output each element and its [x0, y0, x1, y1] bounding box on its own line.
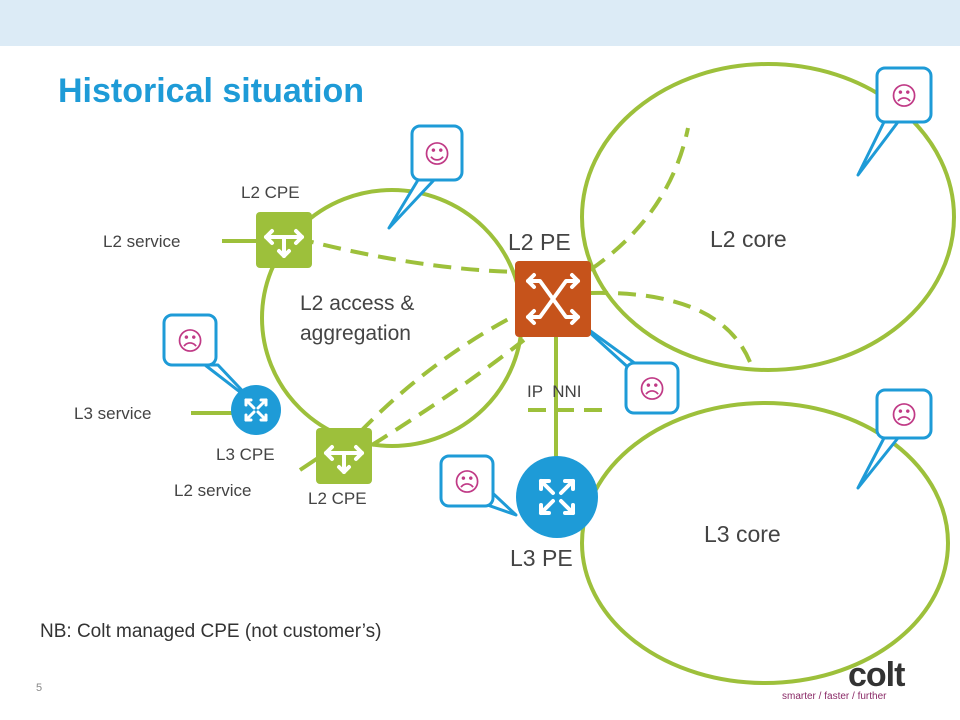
sad-face-icon-l3pe: ☹ [453, 468, 480, 498]
l2-cpe-top-label: L2 CPE [241, 183, 300, 202]
l3-service-label: L3 service [74, 404, 152, 423]
top-banner [0, 0, 960, 46]
sad-face-icon-left: ☹ [176, 327, 203, 357]
l2-pe-label: L2 PE [508, 229, 571, 255]
callout-box-sad-left [162, 313, 218, 367]
l2-service-top-label: L2 service [103, 232, 181, 251]
page-number: 5 [36, 682, 43, 694]
l2-core-label: L2 core [710, 226, 787, 252]
page-title: Historical situation [58, 72, 365, 110]
dashed-link-cpe-to-pe [295, 236, 521, 274]
l3-pe-label: L3 PE [510, 545, 573, 571]
callout-box-sad-l3pe [439, 454, 495, 508]
ip-nni-label: IP NNI [527, 382, 582, 401]
l3-cpe-label: L3 CPE [216, 445, 275, 464]
l3-cpe-router-icon [231, 385, 281, 435]
l2-access-label-line1: L2 access & [300, 292, 415, 315]
sad-face-icon-top-right: ☹ [890, 82, 917, 112]
l2-cpe-top-icon [256, 212, 312, 268]
l3-pe-router-icon [516, 456, 598, 538]
callout-pointer-sad-right-mid [856, 436, 900, 490]
l2-cpe-bottom-icon [316, 428, 372, 484]
callout-pointer-happy [387, 178, 436, 230]
l2-service-link-bottom [298, 456, 320, 472]
l2-access-label-line2: aggregation [300, 322, 411, 345]
sad-face-icon-right-mid: ☹ [890, 401, 917, 431]
dashed-link-cpe2-to-pe-a [358, 313, 517, 434]
logo-tagline: smarter / faster / further [782, 691, 887, 702]
footnote: NB: Colt managed CPE (not customer’s) [40, 621, 382, 642]
sad-face-icon-pe: ☹ [638, 375, 665, 405]
l2-service-bottom-label: L2 service [174, 481, 252, 500]
dashed-link-cpe2-to-pe-b [370, 338, 526, 447]
l3-core-label: L3 core [704, 521, 781, 547]
l3-core-ring [580, 401, 950, 685]
dashed-link-pe-to-core-a [588, 127, 690, 272]
callout-box-sad-right-mid [875, 388, 933, 440]
l2-pe-router-icon [515, 261, 591, 337]
colt-logo: colt [848, 656, 905, 694]
happy-face-icon: ☺ [423, 140, 450, 170]
callout-box-sad-top-right [875, 66, 933, 124]
l2-core-ring [580, 62, 956, 372]
callout-box-sad-pe [624, 361, 680, 415]
dashed-link-pe-to-core-b [589, 290, 752, 363]
callout-box-happy [410, 124, 464, 182]
callout-pointer-sad-top-right [856, 120, 900, 177]
l2-cpe-bottom-label: L2 CPE [308, 489, 367, 508]
